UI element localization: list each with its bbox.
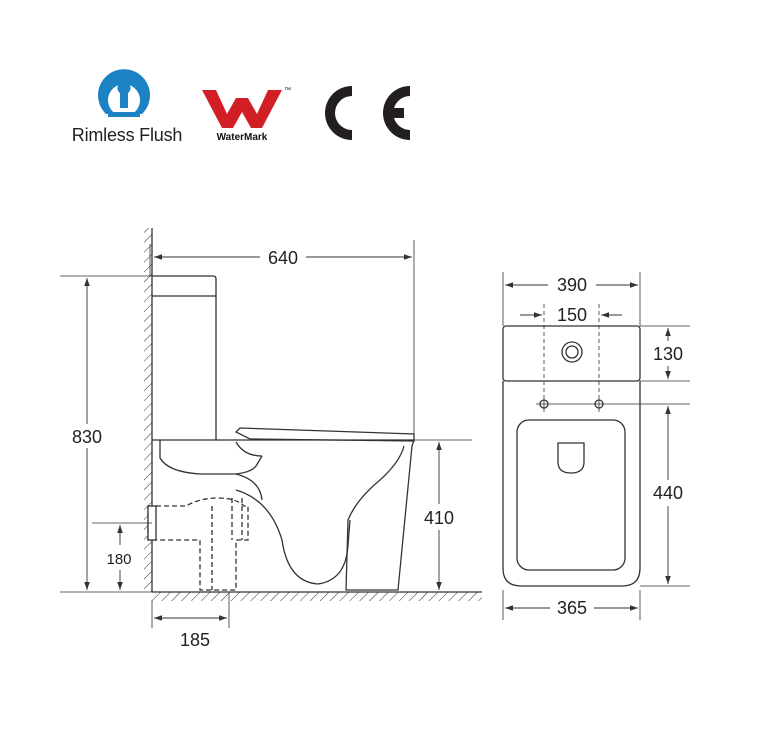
trap-bend (235, 473, 263, 501)
ce-mark (318, 78, 418, 148)
seat-height-dimension: 410 (424, 508, 454, 528)
outlet-pan (147, 497, 249, 591)
watermark-label: WaterMark (216, 132, 268, 143)
trap-upper (159, 440, 263, 475)
certification-logos: Rimless Flush ™ WaterMark (0, 0, 775, 160)
side-dimensions (84, 254, 442, 621)
fixing-spacing-dimension: 150 (557, 305, 587, 325)
height-dimension: 830 (72, 427, 102, 447)
bowl-opening (516, 419, 626, 571)
drain-outline (557, 442, 585, 474)
tank-depth-dimension: 130 (653, 344, 683, 364)
watermark-icon: ™ (202, 87, 291, 128)
tank-top (502, 325, 641, 382)
watermark-logo: ™ WaterMark (200, 82, 295, 152)
trap-inner (235, 489, 351, 585)
rimless-flush-logo: Rimless Flush (62, 62, 192, 152)
watermark-tm: ™ (284, 87, 291, 94)
wall-hatch (144, 228, 152, 592)
rimless-flush-label: Rimless Flush (71, 125, 183, 145)
flush-button-inner (565, 345, 579, 359)
top-dimensions (505, 282, 671, 611)
bowl-top-outline (502, 381, 641, 587)
top-view (502, 272, 690, 620)
outlet-distance-dimension: 185 (180, 630, 210, 650)
trap-throat (235, 441, 263, 457)
bowl-length-dimension: 440 (653, 483, 683, 503)
outlet-height-dimension: 180 (106, 551, 131, 568)
depth-dimension: 640 (268, 248, 298, 268)
floor-hatch (152, 592, 482, 601)
width-dimension: 390 (557, 275, 587, 295)
side-view (60, 228, 482, 628)
bowl-outer (216, 439, 415, 591)
cistern-outline (152, 275, 217, 441)
rimless-flush-icon (98, 69, 150, 117)
ce-mark-icon (325, 86, 410, 140)
seat-outline (234, 427, 415, 442)
base-width-dimension: 365 (557, 598, 587, 618)
flush-button-outer (561, 341, 583, 363)
